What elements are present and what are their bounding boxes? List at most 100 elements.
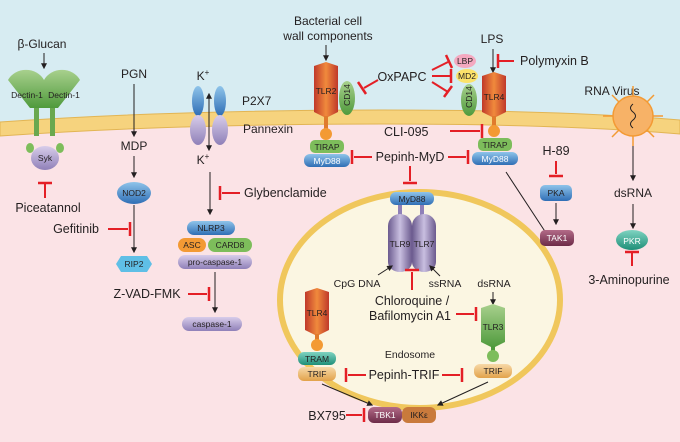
tak1-node <box>540 230 574 246</box>
dectin1-left-label: Dectin-1 <box>11 90 43 100</box>
caspase1-label: caspase-1 <box>192 319 231 329</box>
lbp-label: LBP <box>457 56 473 66</box>
pgn-label: PGN <box>121 67 147 81</box>
chloroquine-inhibitor-line2: Bafilomycin A1 <box>369 309 451 323</box>
cpg-dna-label: CpG DNA <box>334 278 381 290</box>
trif-right-label: TRIF <box>484 366 503 376</box>
trif-right-node <box>474 364 512 378</box>
tlr2-receptor <box>314 62 338 118</box>
tirap-right-label: TIRAP <box>482 140 507 150</box>
caspase1-node <box>182 317 242 331</box>
dectin1-receptor <box>8 69 80 136</box>
tlr7-receptor <box>412 214 436 272</box>
oxpapc-inhibitor: OxPAPC <box>377 70 426 84</box>
tlr7-label: TLR7 <box>414 239 435 249</box>
pro-caspase1-label: pro-caspase-1 <box>188 257 243 267</box>
pannexin-label: Pannexin <box>243 122 293 136</box>
lps-label: LPS <box>481 32 504 46</box>
p2x7-channel <box>192 86 226 116</box>
trif-left-label: TRIF <box>308 369 327 379</box>
gefitinib-inhibitor: Gefitinib <box>53 222 99 236</box>
trif-left-node <box>298 367 336 381</box>
asc-label: ASC <box>183 240 200 250</box>
polymyxin-b-inhibitor: Polymyxin B <box>520 54 589 68</box>
pkr-node <box>616 230 648 250</box>
p2x7-label: P2X7 <box>242 94 272 108</box>
bacterial-label-line1: Bacterial cell <box>294 14 362 28</box>
tbk1-node <box>368 407 402 423</box>
rip2-node <box>116 256 152 272</box>
pkr-label: PKR <box>623 236 640 246</box>
aminopurine-inhibitor: 3-Aminopurine <box>588 273 669 287</box>
cd14-right-label: CD14 <box>464 86 474 108</box>
rna-virus-particle <box>603 86 663 146</box>
myd88-right-node <box>472 152 518 165</box>
dectin1-right-label: Dectin-1 <box>48 90 80 100</box>
rna-virus-label: RNA Virus <box>584 84 639 98</box>
cd14-left-label: CD14 <box>342 84 352 106</box>
cd14-right-node <box>461 84 477 116</box>
pka-node <box>540 185 572 201</box>
card8-label: CARD8 <box>216 240 245 250</box>
nod2-label: NOD2 <box>122 188 146 198</box>
pannexin-channel <box>190 115 228 145</box>
tlr3-receptor <box>481 304 505 348</box>
myd88-endo-node <box>390 192 434 205</box>
glybenclamide-inhibitor: Glybenclamide <box>244 186 327 200</box>
cd14-left-node <box>339 81 355 115</box>
tbk1-label: TBK1 <box>374 410 396 420</box>
chloroquine-inhibitor-line1: Chloroquine / <box>375 294 450 308</box>
rip2-label: RIP2 <box>125 259 144 269</box>
bacterial-label-line2: wall components <box>282 29 372 43</box>
dsrna-cyto-label: dsRNA <box>614 186 652 200</box>
lbp-node <box>454 54 476 68</box>
tirap-right-node <box>478 138 512 151</box>
asc-node <box>178 238 206 252</box>
z-vad-fmk-inhibitor: Z-VAD-FMK <box>113 287 181 301</box>
beta-glucan-label: β-Glucan <box>18 37 67 51</box>
syk-label: Syk <box>38 153 53 163</box>
mdp-label: MDP <box>121 139 148 153</box>
tak1-label: TAK1 <box>547 233 568 243</box>
pepinh-myd-inhibitor: Pepinh-MyD <box>376 150 445 164</box>
endosome-label: Endosome <box>385 349 435 361</box>
extracellular-region <box>0 0 680 122</box>
bx795-inhibitor: BX795 <box>308 409 346 423</box>
tlr4-endo-label: TLR4 <box>307 308 328 318</box>
nod2-node <box>117 182 151 204</box>
tram-label: TRAM <box>305 354 329 364</box>
card8-node <box>208 238 252 252</box>
tlr9-label: TLR9 <box>390 239 411 249</box>
tlr4-top-label: TLR4 <box>484 92 505 102</box>
myd88-left-label: MyD88 <box>314 156 341 166</box>
tram-node <box>298 352 336 365</box>
tlr3-label: TLR3 <box>483 322 504 332</box>
cli-095-inhibitor: CLI-095 <box>384 125 429 139</box>
md2-node <box>456 69 478 83</box>
nlrp3-node <box>187 221 235 235</box>
tlr4-surface-receptor <box>482 72 506 118</box>
myd88-right-label: MyD88 <box>482 154 509 164</box>
myd88-endo-label: MyD88 <box>399 194 426 204</box>
myd88-left-node <box>304 154 350 167</box>
h-89-inhibitor: H-89 <box>542 144 569 158</box>
pro-caspase1-node <box>178 255 252 269</box>
tlr4-endo-receptor <box>305 288 329 336</box>
syk-node <box>31 146 59 170</box>
ikke-label: IKKε <box>410 410 428 420</box>
pka-label: PKA <box>547 188 564 198</box>
ikke-node <box>402 407 436 423</box>
k-plus-in-label: K+ <box>197 152 210 167</box>
ssrna-label: ssRNA <box>429 278 462 290</box>
tirap-left-label: TIRAP <box>314 142 339 152</box>
tlr9-receptor <box>388 214 412 272</box>
nlrp3-label: NLRP3 <box>197 223 225 233</box>
dsrna-endo-label: dsRNA <box>477 278 510 290</box>
tirap-left-node <box>310 140 344 153</box>
piceatannol-inhibitor: Piceatannol <box>15 201 80 215</box>
k-plus-out-label: K+ <box>197 68 210 83</box>
pepinh-trif-inhibitor: Pepinh-TRIF <box>369 368 440 382</box>
md2-label: MD2 <box>458 71 476 81</box>
